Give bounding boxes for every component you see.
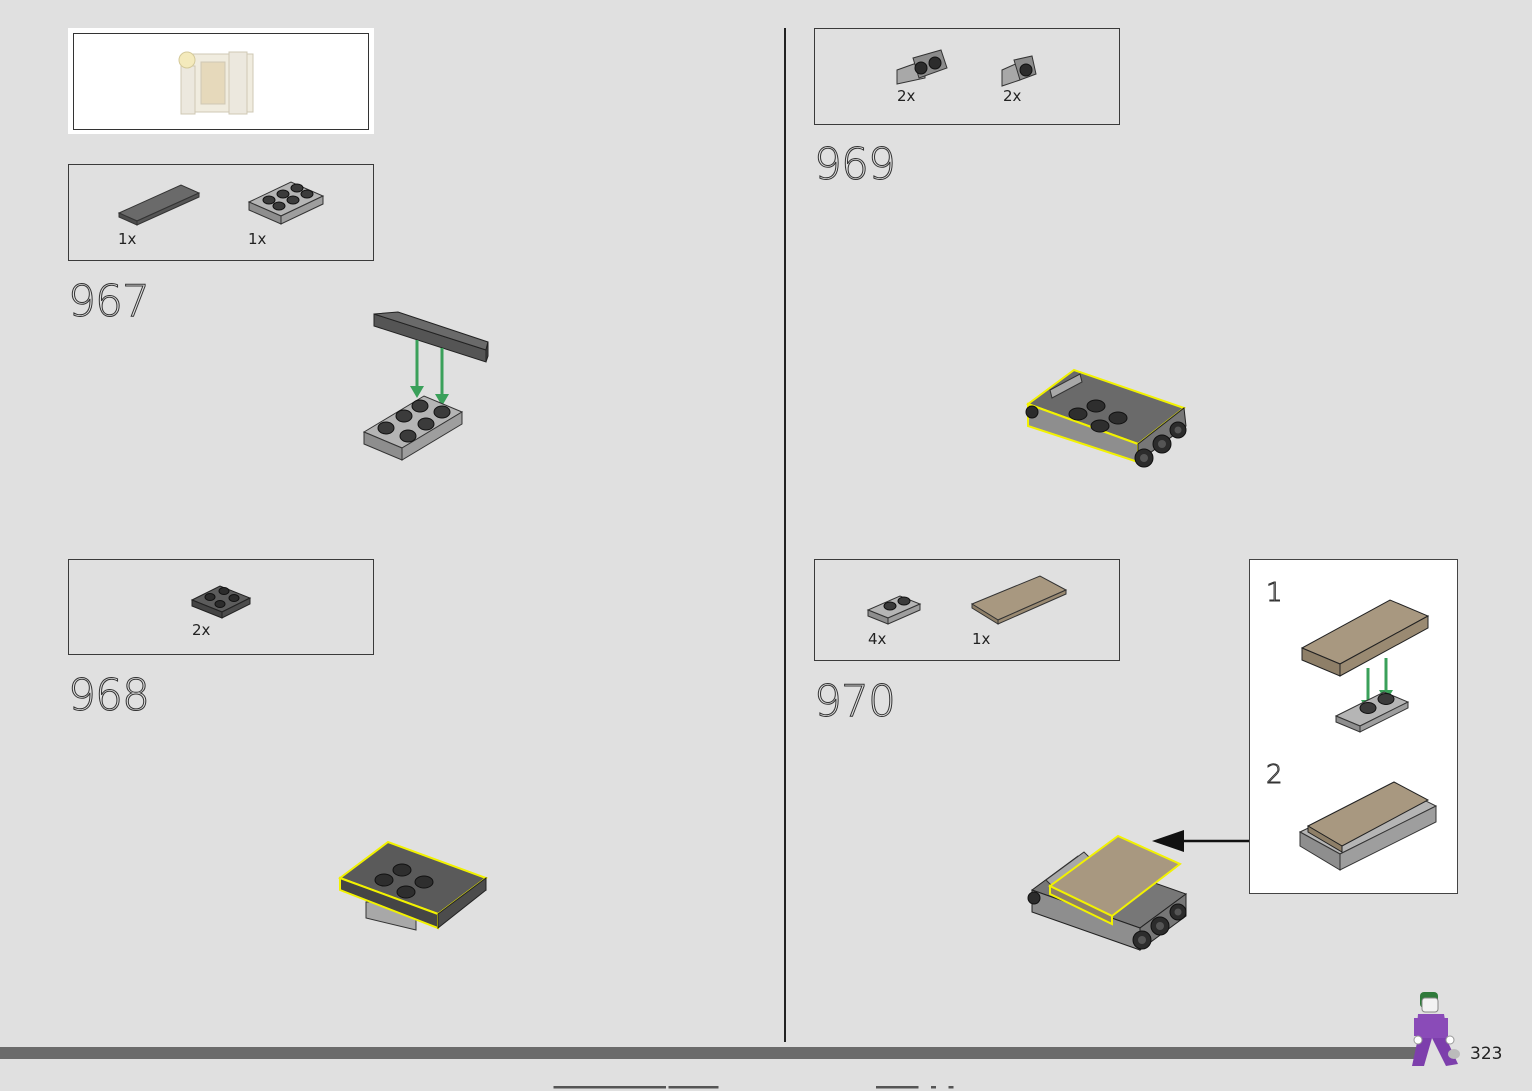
part-quantity: 2x — [1003, 87, 1021, 105]
sub-assembly-callout: 1 2 — [1249, 559, 1458, 894]
step-number-969: 969 — [814, 143, 895, 187]
plate-2x2-dark-gray-part — [190, 582, 255, 622]
page-number: 323 — [1470, 1044, 1502, 1064]
step-967-assembly — [362, 312, 492, 467]
tile-2x4-tan-part — [970, 574, 1070, 628]
parts-box-969 — [814, 28, 1120, 125]
part-quantity: 1x — [972, 630, 990, 648]
part-quantity: 4x — [868, 630, 886, 648]
sub-step-number: 1 — [1266, 580, 1283, 606]
sub-step-number: 2 — [1266, 762, 1283, 788]
step-number-968: 968 — [68, 674, 149, 718]
tile-1x4-dark-gray-part — [117, 183, 202, 228]
step-number-967: 967 — [68, 280, 149, 324]
sub-step-1-assembly — [1298, 598, 1433, 738]
callout-arrow — [1150, 828, 1250, 854]
jumper-plate-1x2-light-gray-part — [866, 592, 924, 628]
step-number-970: 970 — [814, 680, 895, 724]
part-quantity: 2x — [192, 621, 210, 639]
part-quantity: 2x — [897, 87, 915, 105]
joker-minifigure-icon — [1410, 988, 1462, 1070]
part-quantity: 1x — [118, 230, 136, 248]
sub-step-2-assembly — [1296, 780, 1441, 880]
previous-model-thumbnail — [175, 44, 270, 124]
step-968-assembly — [336, 838, 491, 938]
parts-box-970 — [814, 559, 1120, 661]
bottom-edge-marks — [0, 1086, 1532, 1091]
bracket-1x2-studs-part — [895, 50, 950, 86]
bracket-1x1-stud-part — [1000, 56, 1040, 88]
step-969-assembly — [1020, 364, 1192, 479]
part-quantity: 1x — [248, 230, 266, 248]
page-footer-bar — [0, 1047, 1420, 1059]
page-divider — [784, 28, 786, 1042]
plate-2x3-light-gray-part — [247, 178, 327, 228]
parts-box-967 — [68, 164, 374, 261]
